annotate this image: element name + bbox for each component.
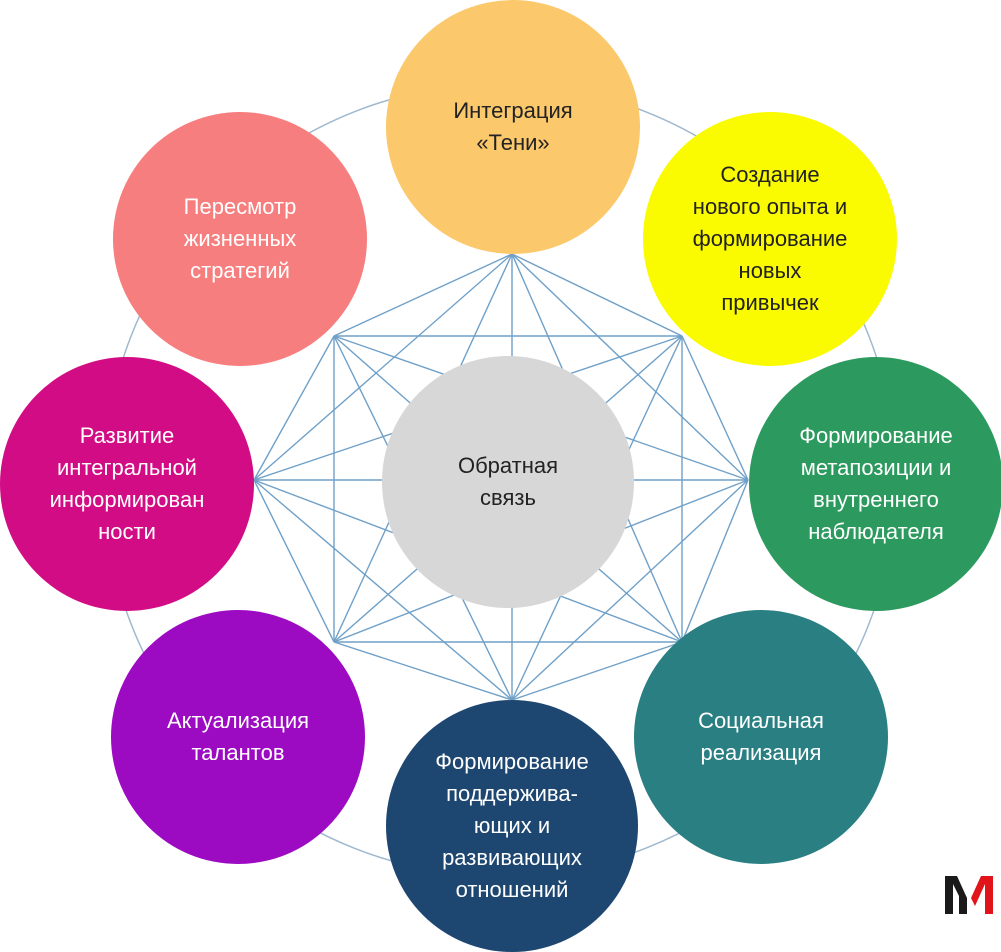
connector-line [253, 479, 335, 643]
node-integral-awareness: Развитие интегральной информирован ности [0, 357, 254, 611]
node-label: Формирование поддержива- ющих и развиваю… [435, 749, 589, 902]
node-label: Развитие интегральной информирован ности [49, 423, 205, 544]
center-node-feedback: Обратная связь [382, 356, 634, 608]
node-social-realization: Социальная реализация [634, 610, 888, 864]
connector-line [333, 641, 513, 701]
node-label: Формирование метапозиции и внутреннего н… [799, 423, 953, 544]
node-label: Интеграция «Тени» [453, 98, 573, 155]
node-metaposition: Формирование метапозиции и внутреннего н… [749, 357, 1001, 611]
connector-line [511, 479, 749, 701]
connector-line [253, 253, 513, 481]
connector-line [511, 253, 683, 337]
node-new-experience: Создание нового опыта и формирование нов… [643, 112, 897, 366]
connector-line [253, 479, 513, 701]
connector-line [333, 253, 513, 337]
node-life-strategies: Пересмотр жизненных стратегий [113, 112, 367, 366]
center-node-label: Обратная связь [457, 453, 559, 510]
node-label: Социальная реализация [698, 708, 824, 765]
node-shadow-integration: Интеграция «Тени» [386, 0, 640, 254]
brand-logo-icon [945, 876, 993, 914]
node-supportive-relationships: Формирование поддержива- ющих и развиваю… [386, 700, 638, 952]
node-label: Создание нового опыта и формирование нов… [692, 162, 848, 315]
node-label: Пересмотр жизненных стратегий [183, 194, 297, 283]
connector-line [681, 335, 749, 481]
connector-line [253, 335, 335, 481]
connector-line [681, 479, 749, 643]
connector-line [511, 641, 683, 701]
connector-line [511, 253, 749, 481]
node-label: Актуализация талантов [166, 708, 310, 765]
node-talents: Актуализация талантов [111, 610, 365, 864]
